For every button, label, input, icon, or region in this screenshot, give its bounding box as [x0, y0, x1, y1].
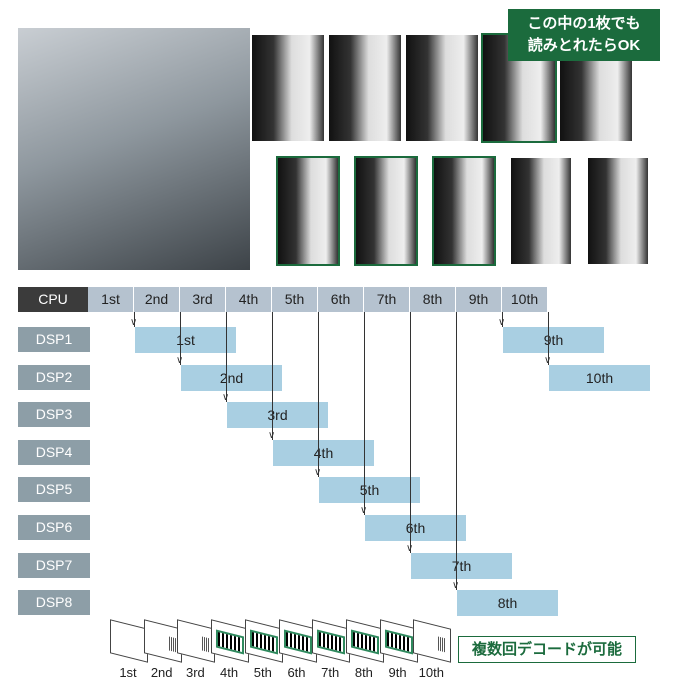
arrow-line [180, 312, 181, 365]
barcode-icon [317, 629, 346, 655]
arrow-line [364, 312, 365, 515]
dsp-label-DSP7: DSP7 [18, 552, 90, 578]
arrow-line [456, 312, 457, 591]
conveyor-scanner-photo [18, 28, 250, 270]
capture-frame [329, 35, 401, 141]
barcode-frame [110, 619, 148, 663]
dsp-label-DSP3: DSP3 [18, 402, 90, 428]
capture-frame [588, 158, 648, 264]
dsp-label-DSP5: DSP5 [18, 477, 90, 503]
arrow-down-icon: ∨ [130, 317, 138, 328]
dsp-label-DSP6: DSP6 [18, 515, 90, 540]
arrow-down-icon: ∨ [452, 580, 460, 592]
barcode-frame [278, 619, 317, 663]
cpu-cell-4th: 4th [226, 287, 272, 312]
barcode-icon [168, 636, 177, 653]
cpu-cell-9th: 9th [456, 287, 502, 312]
barcode-frame [211, 619, 250, 663]
frame-label: 2nd [150, 665, 173, 680]
capture-frame [354, 156, 418, 266]
callout-line1: この中の1枚でも [527, 15, 641, 32]
dsp-task-bar: 10th [549, 364, 650, 391]
barcode-frame [312, 619, 351, 663]
frame-label: 5th [253, 665, 272, 680]
cpu-cell-7th: 7th [364, 287, 410, 312]
frame-label: 6th [287, 665, 306, 680]
barcode-icon [202, 636, 211, 653]
dsp-task-bar: 8th [457, 590, 558, 617]
frame-label: 3rd [185, 665, 205, 680]
arrow-down-icon: ∨ [314, 467, 322, 479]
barcode-icon [384, 629, 413, 655]
arrow-line [502, 312, 503, 327]
cpu-cell-6th: 6th [318, 287, 364, 312]
frame-label: 9th [388, 665, 407, 680]
cpu-label: CPU [18, 287, 88, 312]
dsp-label-DSP8: DSP8 [18, 590, 90, 616]
dsp-label-DSP1: DSP1 [18, 327, 90, 352]
dsp-label-DSP4: DSP4 [18, 439, 90, 465]
dsp-task-bar: 6th [365, 515, 466, 541]
barcode-icon [283, 629, 312, 655]
barcode-icon [216, 629, 245, 655]
dsp-task-bar: 5th [319, 477, 420, 504]
dsp-task-bar: 2nd [181, 364, 282, 391]
arrow-down-icon: ∨ [406, 542, 414, 554]
arrow-line [134, 312, 135, 327]
frame-label: 4th [220, 665, 239, 680]
arrow-line [548, 312, 549, 365]
arrow-line [272, 312, 273, 440]
frame-label: 7th [321, 665, 340, 680]
barcode-frame [244, 619, 283, 663]
callout-line2: 読みとれたらOK [527, 37, 641, 54]
barcode-icon [438, 636, 447, 653]
dsp-task-bar: 7th [411, 552, 512, 579]
capture-frame [406, 35, 478, 141]
capture-frame [276, 156, 340, 266]
cpu-cell-10th: 10th [502, 287, 548, 312]
dsp-task-bar: 9th [503, 327, 604, 353]
dsp-label-DSP2: DSP2 [18, 364, 90, 390]
dsp-task-bar: 4th [273, 439, 374, 466]
arrow-line [318, 312, 319, 478]
capture-frame [511, 158, 571, 264]
barcode-frame [413, 619, 452, 663]
arrow-down-icon: ∨ [222, 392, 230, 404]
barcode-frame [345, 619, 384, 663]
barcode-frame [143, 619, 182, 663]
capture-frame [432, 156, 496, 266]
frame-label: 8th [354, 665, 373, 680]
dsp-task-bar: 3rd [227, 402, 328, 429]
arrow-down-icon: ∨ [176, 354, 184, 366]
barcode-icon [249, 629, 278, 655]
capture-frame [252, 35, 324, 141]
frame-label: 10th [418, 665, 444, 680]
arrow-line [226, 312, 227, 403]
dsp-task-bar: 1st [135, 327, 236, 353]
cpu-cell-1st: 1st [88, 287, 134, 312]
cpu-cell-3rd: 3rd [180, 287, 226, 312]
cpu-cell-2nd: 2nd [134, 287, 180, 312]
arrow-down-icon: ∨ [360, 505, 368, 516]
arrow-down-icon: ∨ [498, 317, 506, 328]
multi-decode-badge: 複数回デコードが可能 [458, 636, 636, 663]
cpu-cell-5th: 5th [272, 287, 318, 312]
barcode-icon [350, 629, 379, 655]
callout: この中の1枚でも 読みとれたらOK [508, 9, 660, 61]
arrow-down-icon: ∨ [544, 354, 552, 366]
barcode-frame [177, 619, 216, 663]
barcode-frame [379, 619, 418, 663]
cpu-cell-8th: 8th [410, 287, 456, 312]
arrow-line [410, 312, 411, 553]
frame-label: 1st [119, 665, 137, 680]
arrow-down-icon: ∨ [268, 429, 276, 441]
